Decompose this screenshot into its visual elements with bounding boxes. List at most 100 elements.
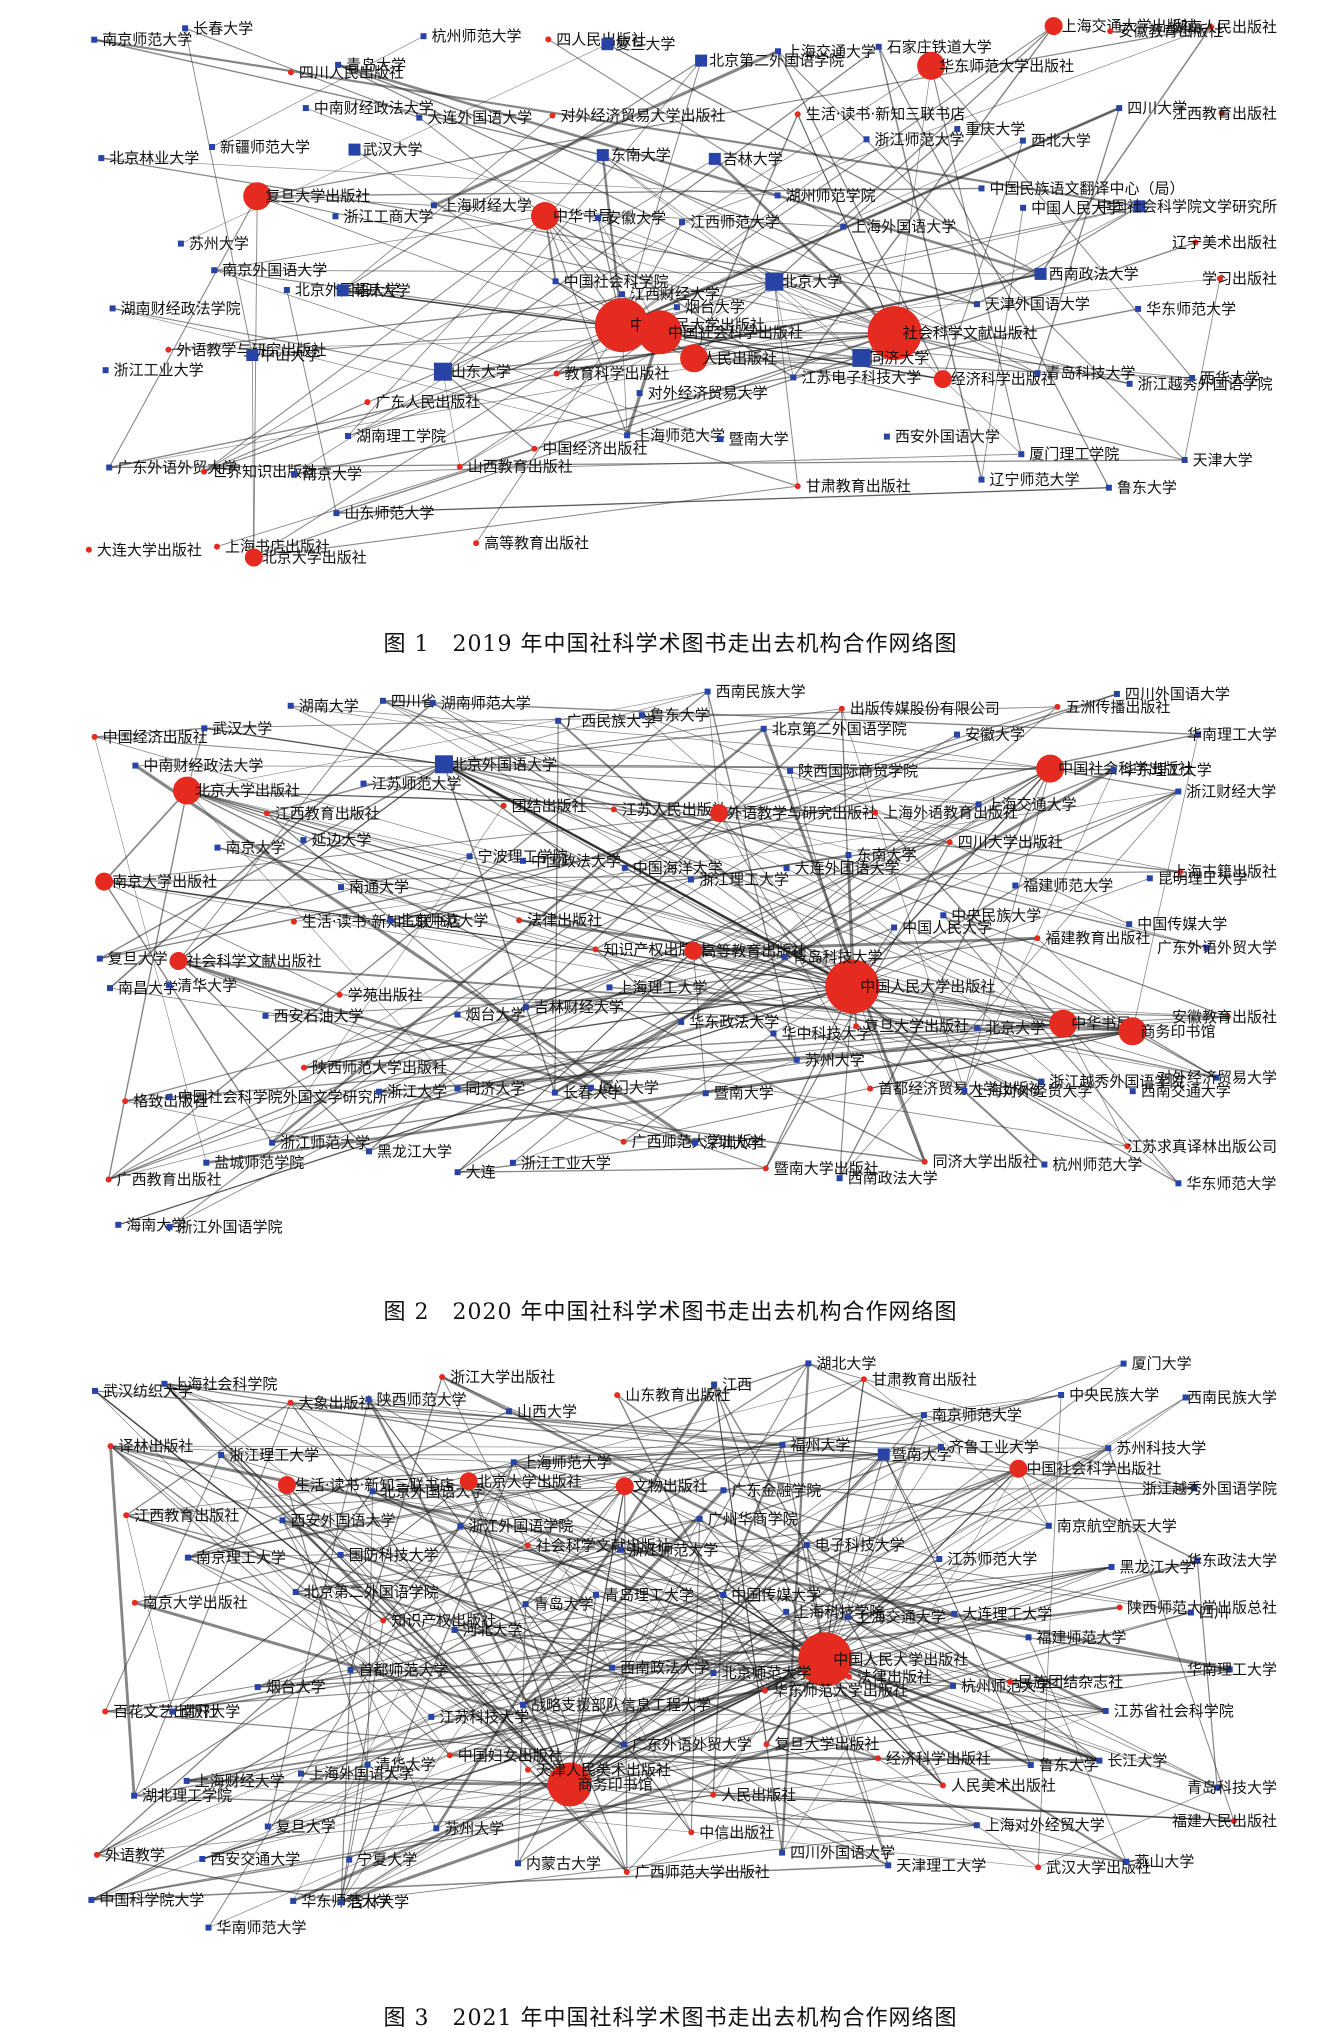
network-edge [208, 1658, 826, 1928]
network-node: 北京外国语大学 [435, 755, 557, 774]
university-node-square [793, 1056, 800, 1063]
network-node: 上海财经大学 [183, 1772, 285, 1790]
network-node: 山西大学 [506, 1402, 577, 1420]
university-node-square [961, 1087, 968, 1094]
publisher-node-circle [459, 1472, 478, 1491]
network-node: 广西师范大学出版社 [620, 1133, 767, 1151]
network-node: 上海交通大学出版社 [1044, 17, 1197, 36]
network-node: 西南民族大学 [1182, 1389, 1277, 1407]
university-node-square [638, 712, 645, 719]
network-node: 上海社会科学院 [161, 1375, 277, 1393]
node-label: 苏州大学 [444, 1819, 504, 1837]
node-label: 西南民族大学 [716, 683, 806, 701]
university-node-square [877, 1448, 890, 1461]
node-label: 广东外语外贸大学 [632, 1736, 752, 1754]
network-edge [719, 812, 950, 843]
node-label: 中国经济出版社 [542, 440, 647, 458]
node-label: 甘肃教育出版社 [872, 1370, 977, 1388]
node-label: 中央民族大学 [1069, 1386, 1159, 1404]
network-node: 南京师范大学 [920, 1406, 1022, 1424]
network-edge [548, 38, 844, 228]
university-node-square [787, 767, 794, 774]
network-edge [512, 706, 1058, 1164]
network-node: 西南政法大学 [836, 1169, 938, 1187]
university-node-square [218, 1452, 225, 1458]
node-label: 青岛理工大学 [604, 1586, 694, 1604]
node-label: 浙江理工大学 [229, 1446, 319, 1464]
university-node-square [1027, 1762, 1034, 1768]
node-label: 江西教育出版社 [134, 1506, 239, 1524]
university-node-square [1012, 882, 1019, 889]
network-node: 复旦大学 [96, 950, 168, 968]
network-node: 文物出版社 [615, 1477, 708, 1496]
network-edge [348, 1454, 884, 1860]
node-label: 华东师范大学出版社 [939, 57, 1074, 75]
node-label: 江西教育出版社 [1172, 104, 1277, 122]
network-edge [852, 986, 1064, 1025]
network-edge [186, 790, 458, 1089]
network-edge [847, 1616, 1218, 1788]
publisher-node-circle [1054, 703, 1061, 710]
university-node-square [765, 272, 784, 291]
network-node: 广东人民出版社 [364, 393, 480, 411]
university-node-square [1108, 1564, 1115, 1570]
network-edge [257, 187, 982, 197]
node-label: 出版传媒股份有限公司 [850, 700, 1000, 718]
university-node-square [454, 1169, 461, 1176]
network-edge [105, 1669, 351, 1712]
network-edge [693, 950, 853, 988]
node-label: 烟台大学 [466, 1006, 526, 1024]
network-edge [839, 791, 1179, 1179]
network-edge [842, 128, 958, 228]
network-edge [282, 1519, 1235, 1822]
network-node: 南京师范大学 [91, 31, 192, 49]
publisher-node-circle [610, 806, 617, 813]
university-node-square [790, 374, 797, 381]
publisher-node-circle [638, 310, 682, 355]
node-label: 山东师范大学 [344, 504, 434, 522]
node-label: 西安外国语大学 [291, 1511, 396, 1529]
network-edge [94, 727, 205, 738]
network-edge [443, 728, 764, 765]
network-edge [125, 1100, 370, 1152]
node-label: 人民出版社 [721, 1786, 796, 1804]
node-label: 湖北理工学院 [142, 1787, 232, 1805]
network-node: 长江大学 [1096, 1752, 1167, 1770]
network-edge [681, 26, 1211, 223]
network-node: 中国社会科学出版社 [638, 310, 803, 355]
node-label: 北京外国语大学 [381, 1482, 486, 1500]
publisher-node-circle [1007, 1678, 1014, 1685]
network-edge [713, 1794, 1234, 1822]
network-node: 大连理工大学 [951, 1605, 1052, 1623]
node-label: 安徽大学 [606, 209, 666, 227]
publisher-node-circle [456, 463, 463, 470]
node-label: 天津外国语大学 [985, 295, 1090, 313]
network-node: 安徽教育出版社 [1107, 22, 1223, 40]
network-node: 外语教学与研究出版社 [710, 804, 877, 823]
node-label: 商务印书馆 [578, 1776, 653, 1794]
network-edge [521, 1489, 725, 1706]
university-node-square [619, 291, 625, 298]
network-edge [382, 700, 853, 987]
network-edge [110, 1444, 1230, 1671]
network-edge [91, 1794, 714, 1901]
node-label: 青岛科技大学 [1046, 364, 1136, 382]
node-label: 福建师范大学 [1023, 877, 1113, 895]
network-node: 世界知识出版社 [201, 463, 317, 481]
node-label: 江西财经大学 [630, 285, 720, 303]
network-edge [613, 808, 853, 987]
network-node: 北京大学出版社 [173, 776, 300, 805]
publisher-node-circle [173, 776, 201, 805]
network-edge [774, 281, 862, 359]
university-node-square [1189, 375, 1196, 381]
publisher-node-circle [524, 1542, 531, 1549]
network-node: 上海理工大学 [606, 978, 708, 996]
network-node: 外语教学 [93, 1846, 165, 1864]
university-node-square [522, 1004, 529, 1011]
network-node: 广西教育出版社 [105, 1171, 222, 1189]
network-edge [457, 1087, 696, 1144]
network-edge [712, 1446, 942, 1796]
network-edge [347, 324, 623, 437]
network-edge [105, 1710, 943, 1786]
node-label: 长春大学 [563, 1084, 623, 1102]
